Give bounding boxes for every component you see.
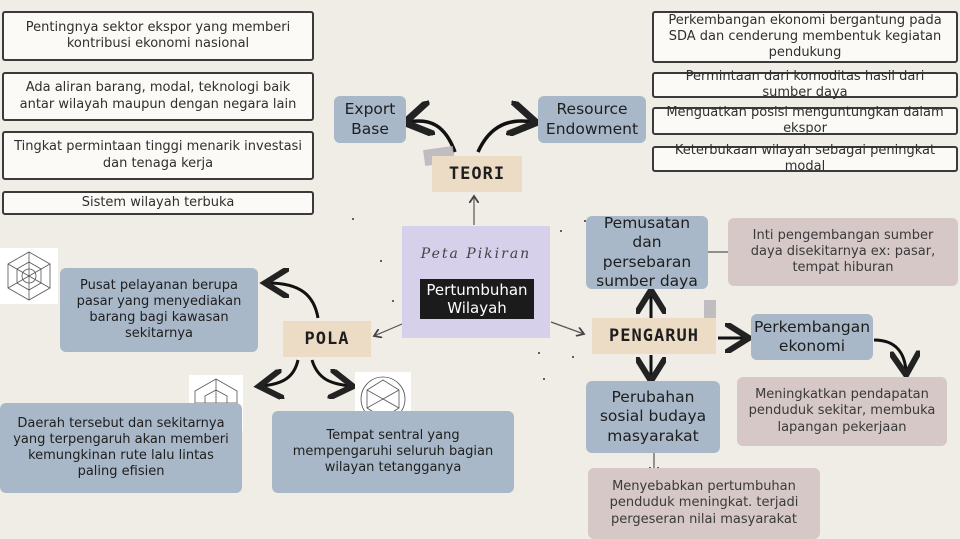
perubahan-node: Perubahan sosial budaya masyarakat	[586, 381, 720, 453]
export-point-2: Ada aliran barang, modal, teknologi baik…	[2, 72, 314, 121]
export-point-4: Sistem wilayah terbuka	[2, 191, 314, 215]
export-point-3: Tingkat permintaan tinggi menarik invest…	[2, 131, 314, 180]
resource-endowment-node: Resource Endowment	[538, 96, 646, 143]
hexagon-network-icon	[0, 248, 58, 304]
pola-item-3: Tempat sentral yang mempengaruhi seluruh…	[272, 411, 514, 493]
pola-label: POLA	[283, 321, 371, 357]
pola-item-2: Daerah tersebut dan sekitarnya yang terp…	[0, 403, 242, 493]
resource-point-2: Permintaan dari komoditas hasil dari sum…	[652, 69, 958, 100]
resource-point-1: Perkembangan ekonomi bergantung pada SDA…	[652, 11, 958, 63]
resource-point-3: Menguatkan posisi menguntungkan dalam ek…	[652, 105, 958, 136]
perkembangan-node: Perkembangan ekonomi	[751, 314, 873, 360]
pola-item-1: Pusat pelayanan berupa pasar yang menyed…	[60, 268, 258, 352]
perubahan-note: Menyebabkan pertumbuhan penduduk meningk…	[588, 468, 820, 539]
teori-label: TEORI	[432, 156, 522, 192]
resource-point-4: Keterbukaan wilayah sebagai peningkat mo…	[652, 143, 958, 174]
pemusatan-node: Pemusatan dan persebaran sumber daya	[586, 214, 708, 290]
center-script-title: Peta Pikiran	[420, 246, 532, 262]
perkembangan-note: Meningkatkan pendapatan penduduk sekitar…	[737, 377, 947, 446]
pemusatan-note: Inti pengembangan sumber daya disekitarn…	[728, 218, 958, 286]
center-card: Peta Pikiran Pertumbuhan Wilayah	[402, 226, 550, 338]
pengaruh-label: PENGARUH	[592, 318, 716, 354]
export-base-node: Export Base	[334, 96, 406, 143]
export-point-1: Pentingnya sektor ekspor yang memberi ko…	[2, 11, 314, 61]
center-main-title: Pertumbuhan Wilayah	[420, 279, 534, 319]
